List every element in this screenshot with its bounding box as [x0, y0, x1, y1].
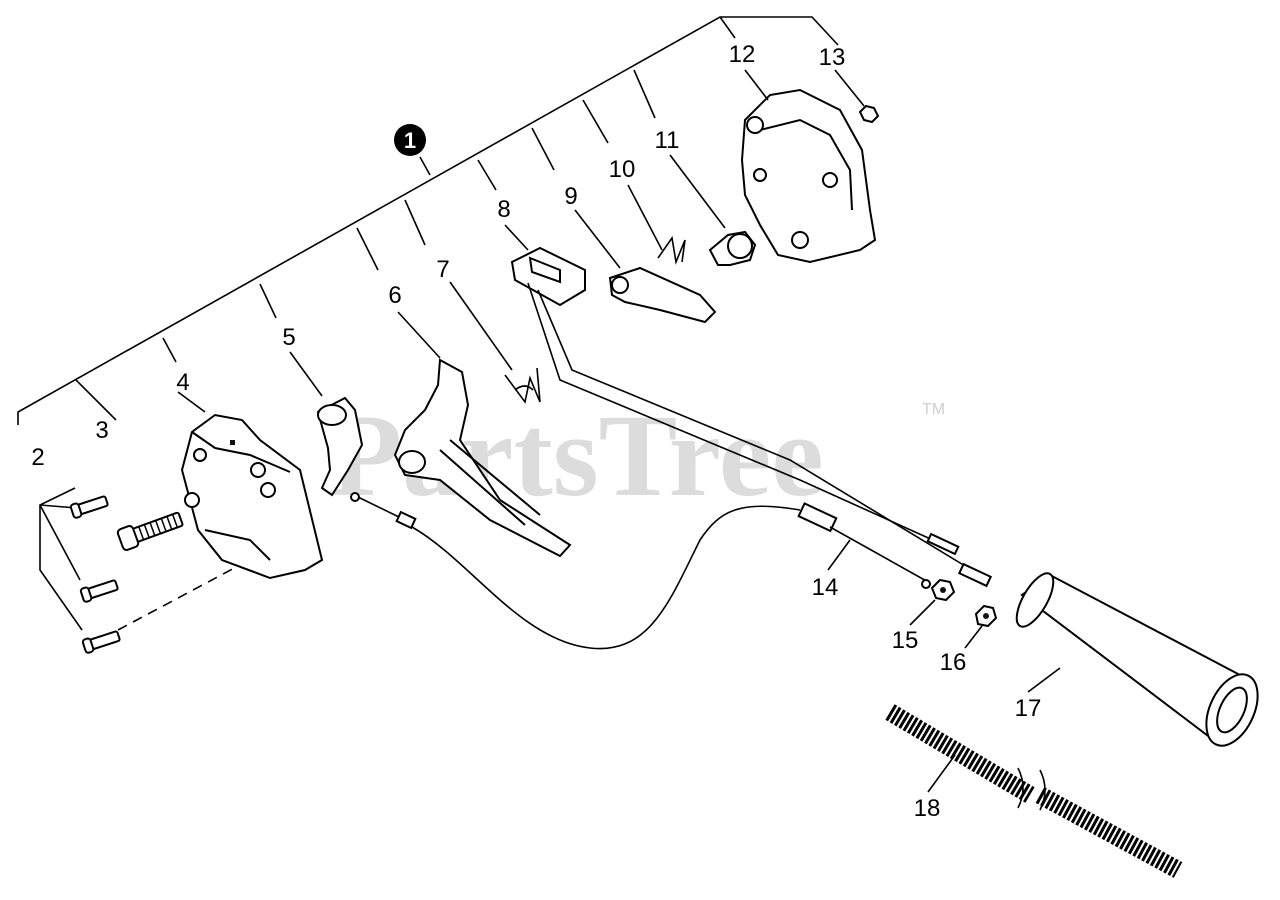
part-4-housing-cover — [180, 413, 324, 580]
part-10-spring — [657, 235, 686, 265]
callout-4: 4 — [176, 369, 189, 396]
part-15-nut — [930, 578, 956, 602]
part-12-handle-case — [740, 88, 877, 264]
part-6-throttle-lever — [393, 358, 572, 558]
callout-15: 15 — [892, 627, 919, 654]
callout-17: 17 — [1015, 695, 1042, 722]
part-7-spring — [504, 367, 541, 404]
callout-12: 12 — [729, 41, 756, 68]
callout-3: 3 — [95, 417, 108, 444]
callout-5: 5 — [282, 324, 295, 351]
callout-13: 13 — [819, 44, 846, 71]
kit-marker-label: 1 — [404, 128, 416, 153]
callout-10: 10 — [609, 156, 636, 183]
callout-16: 16 — [940, 649, 967, 676]
part-14-throttle-cable — [357, 496, 931, 650]
callout-2: 2 — [31, 444, 44, 471]
part-11-knob — [708, 230, 757, 266]
part-2-screws — [39, 487, 241, 654]
part-13-nut — [858, 104, 880, 124]
kit-bracket — [17, 16, 839, 425]
watermark-trademark: TM — [922, 401, 945, 418]
callout-11: 11 — [655, 127, 680, 154]
callout-14: 14 — [812, 574, 839, 601]
callout-6: 6 — [388, 282, 401, 309]
callout-18: 18 — [914, 795, 941, 822]
part-3-bolt — [116, 511, 184, 551]
part-5-lever-bracket — [316, 396, 364, 502]
part-9-trigger — [608, 266, 717, 324]
leader-lines — [177, 69, 1061, 793]
part-8-switch — [510, 246, 993, 588]
callout-9: 9 — [564, 183, 577, 210]
callout-7: 7 — [436, 256, 449, 283]
part-16-nut — [974, 604, 998, 628]
kit-marker: 1 — [394, 124, 426, 156]
part-17-grip — [1015, 572, 1259, 747]
part-18-flex-shaft — [885, 704, 1183, 878]
callout-8: 8 — [497, 196, 510, 223]
